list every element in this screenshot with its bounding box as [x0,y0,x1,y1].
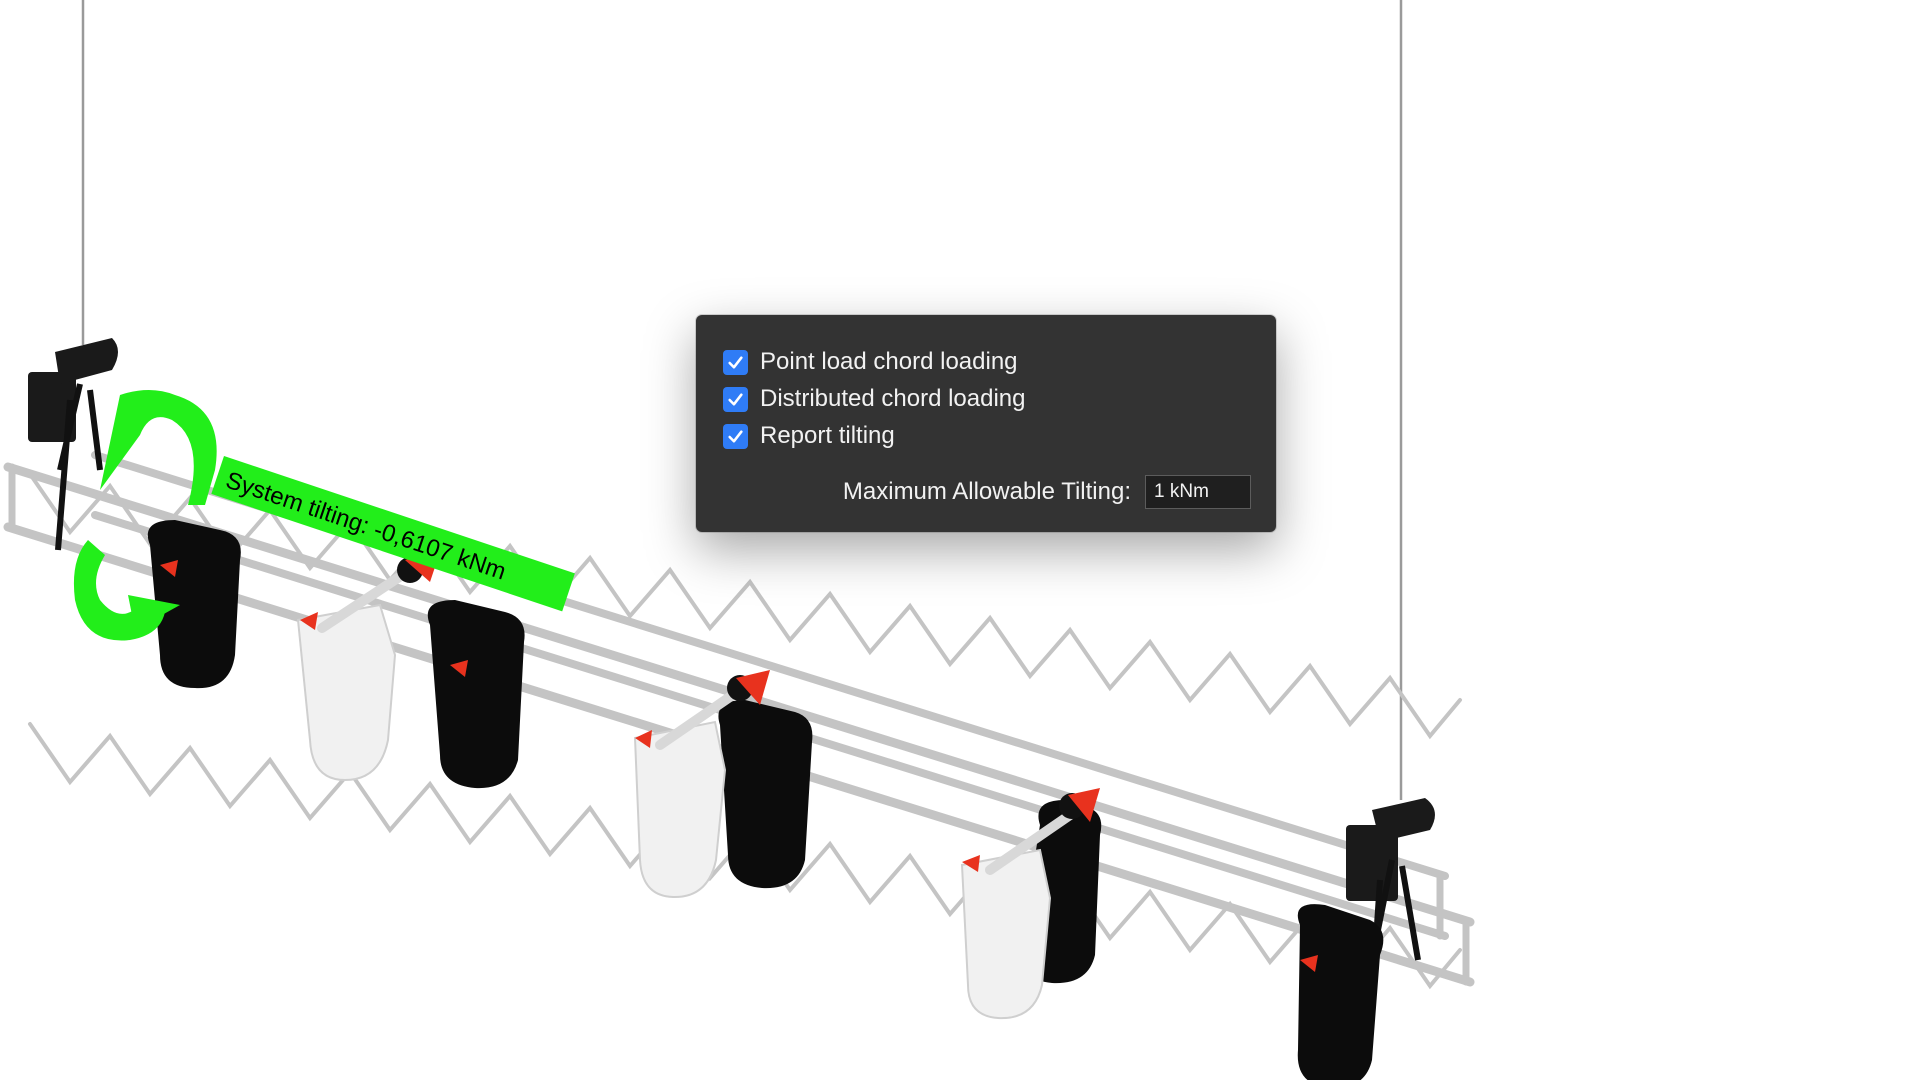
max-tilting-row: Maximum Allowable Tilting: [843,474,1251,510]
tilting-moment-arrow [73,390,217,641]
checkmark-icon [728,429,743,443]
fixture-clamps [317,557,1085,875]
max-tilting-input[interactable] [1145,475,1251,509]
distributed-load-label: Distributed chord loading [760,385,1026,412]
black-fixture [147,520,1384,1080]
load-options-panel: Point load chord loading Distributed cho… [696,315,1276,532]
checkmark-icon [728,355,743,369]
red-markers [160,552,1318,972]
checkmark-icon [728,392,743,406]
tilting-annotation-background [211,456,575,612]
distributed-load-checkbox[interactable] [723,386,748,412]
point-load-label: Point load chord loading [760,348,1018,375]
report-tilting-checkbox[interactable] [723,423,748,449]
distributed-chord-loading-option[interactable]: Distributed chord loading [723,384,1026,414]
report-tilting-option[interactable]: Report tilting [723,421,895,451]
left-chain-hoist [28,338,118,551]
point-load-chord-loading-option[interactable]: Point load chord loading [723,347,1018,377]
point-load-checkbox[interactable] [723,349,748,375]
white-fixture [296,603,1052,1020]
max-tilting-label: Maximum Allowable Tilting: [842,478,1131,505]
report-tilting-label: Report tilting [760,422,895,449]
